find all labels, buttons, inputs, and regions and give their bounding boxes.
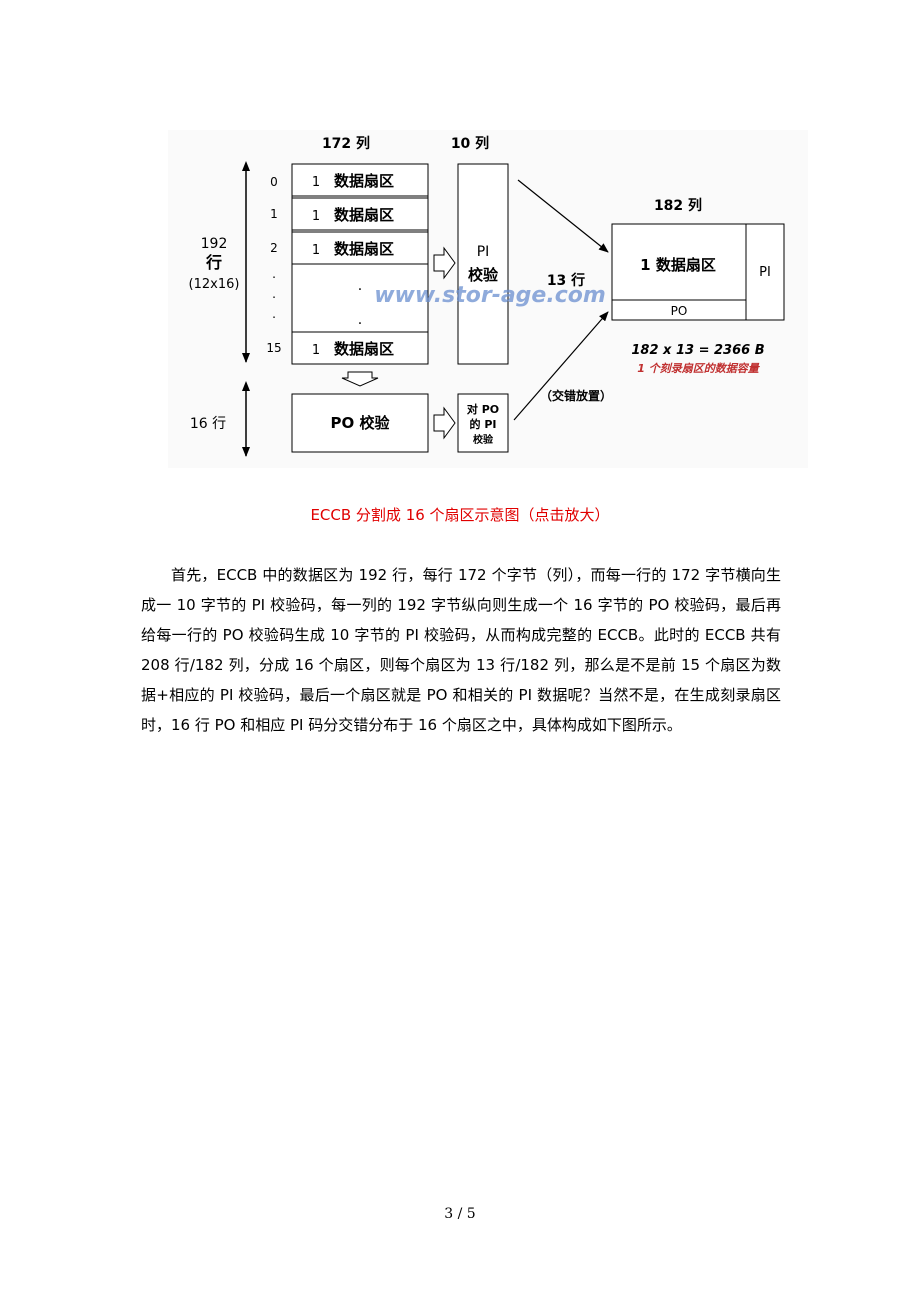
data-sector-row-0: [291, 163, 429, 197]
interleave-label: （交错放置）: [540, 388, 612, 403]
pipo-line3: 校验: [473, 433, 494, 446]
sector-text-0: 数据扇区: [334, 172, 394, 190]
eccb-sector-diagram: 172 列 10 列 182 列 192 行 (12x16) 0 1 2 . .…: [168, 130, 808, 468]
hollow-arrow-to-pi: [433, 246, 456, 280]
row-192-number: 192: [201, 236, 228, 252]
sector-text-1: 数据扇区: [334, 206, 394, 224]
col-10-label: 10 列: [451, 135, 489, 152]
sector-num-2: 1: [312, 243, 320, 258]
row-index-1: 1: [270, 207, 278, 221]
result-sector-text: 1 数据扇区: [640, 256, 716, 274]
data-sector-row-1: [291, 197, 429, 231]
row-index-2: 2: [270, 241, 278, 255]
sector-formula: 182 x 13 = 2366 B: [631, 343, 764, 358]
row-192-char: 行: [205, 253, 222, 272]
sector-num-1: 1: [312, 209, 320, 224]
watermark-text: www.stor-age.com: [374, 283, 606, 308]
row-index-dot-3: .: [272, 307, 276, 321]
data-sector-row-2: [291, 231, 429, 265]
po-check-block: [291, 393, 429, 453]
data-sector-row-15: [291, 331, 429, 365]
arrow-pipo-to-result: [513, 311, 609, 421]
row-index-dot-1: .: [272, 267, 276, 281]
body-paragraph: 首先，ECCB 中的数据区为 192 行，每行 172 个字节（列），而每一行的…: [141, 566, 781, 734]
sector-text-15: 数据扇区: [334, 340, 394, 358]
result-pi-label: PI: [759, 265, 771, 280]
sector-num-15: 1: [312, 343, 320, 358]
row-192-sub: (12x16): [189, 277, 240, 292]
stack-dot-1: .: [358, 278, 362, 294]
arrow-pi-to-result: [517, 179, 609, 253]
sector-num-0: 1: [312, 175, 320, 190]
col-172-label: 172 列: [322, 135, 370, 152]
sector-text-2: 数据扇区: [334, 240, 394, 258]
hollow-arrow-to-pipo: [433, 406, 456, 440]
hollow-arrow-down-to-po: [341, 371, 379, 387]
pi-check-block: [457, 163, 509, 365]
pi-of-po-block: [457, 393, 509, 453]
pi-block-line2: 校验: [468, 266, 499, 284]
figure-caption[interactable]: ECCB 分割成 16 个扇区示意图（点击放大）: [310, 506, 610, 524]
row-index-15: 15: [266, 341, 281, 355]
row-index-dot-2: .: [272, 287, 276, 301]
page-number: 3 / 5: [444, 1206, 476, 1222]
result-po-label: PO: [671, 304, 688, 318]
pi-block-line1: PI: [477, 244, 490, 260]
row-index-0: 0: [270, 175, 278, 189]
capacity-note: 1 个刻录扇区的数据容量: [637, 362, 760, 375]
stack-dot-2: .: [358, 312, 362, 328]
pipo-line2: 的 PI: [470, 417, 497, 431]
row-13-label: 13 行: [547, 272, 585, 289]
col-182-label: 182 列: [654, 197, 702, 214]
row-16-label: 16 行: [190, 416, 226, 432]
po-check-label: PO 校验: [331, 414, 391, 432]
pipo-line1: 对 PO: [467, 402, 499, 416]
result-sector-block: [611, 223, 785, 321]
